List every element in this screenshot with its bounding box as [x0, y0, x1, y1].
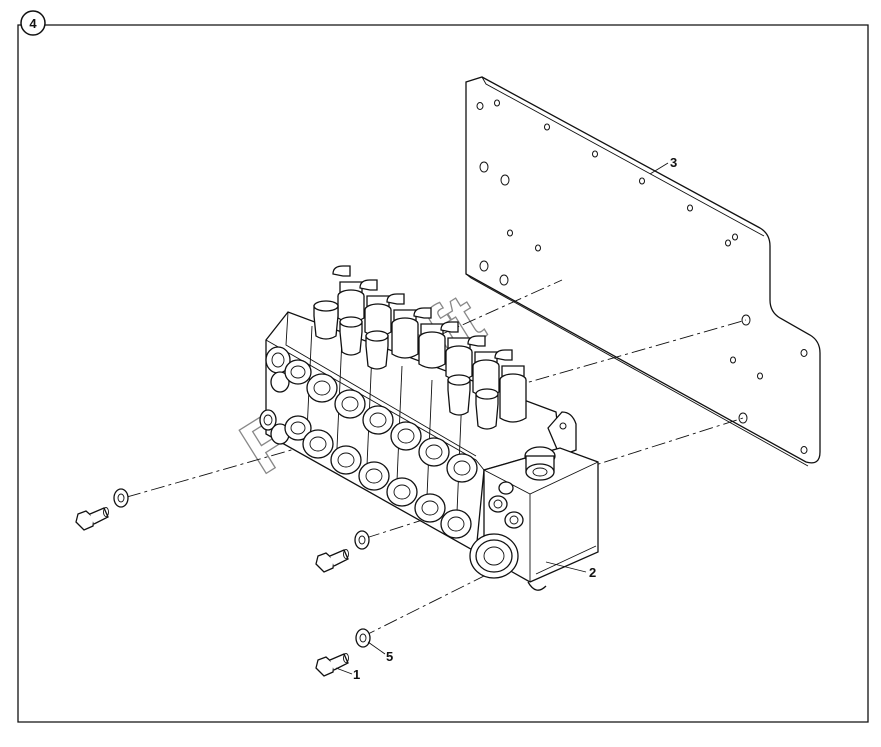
callout-5: 5 [367, 641, 393, 664]
washer-middle [354, 530, 370, 550]
callout-2: 2 [545, 561, 596, 580]
washer-bottom [355, 628, 371, 648]
valve-caps [313, 300, 499, 430]
callout-2-label: 2 [589, 565, 596, 580]
bolt-bottom [315, 653, 349, 677]
mounting-plate [465, 76, 821, 467]
callout-5-label: 5 [386, 649, 393, 664]
callout-1: 1 [335, 667, 360, 682]
centre-lines [126, 279, 747, 638]
washer-top [113, 488, 129, 508]
callout-3: 3 [649, 155, 677, 175]
callout-3-label: 3 [670, 155, 677, 170]
bolt-middle [315, 549, 349, 573]
front-ports [284, 359, 478, 539]
callout-1-label: 1 [353, 667, 360, 682]
view-number: 4 [29, 16, 37, 31]
bolt-top [75, 507, 109, 531]
valve-bank [259, 265, 599, 591]
plate-holes [476, 99, 808, 454]
solenoid-cartridges [332, 265, 527, 423]
view-number-badge [20, 10, 46, 36]
drawing-frame [17, 24, 869, 723]
